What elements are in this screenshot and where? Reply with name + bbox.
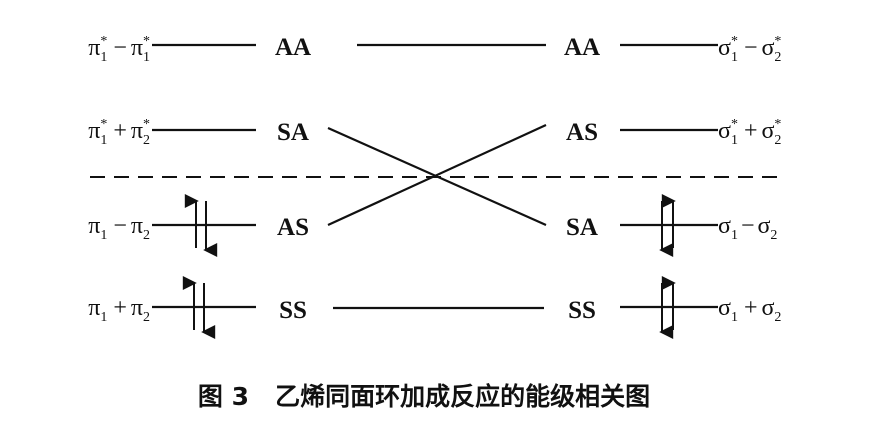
right-label-4: σ1+σ2 [718,295,781,325]
electron-pair-right-3 [659,194,676,257]
right-symmetry-1: AA [564,34,600,61]
right-symmetry-4: SS [568,297,596,324]
electron-pair-left-3 [184,194,218,257]
right-orbital-labels: σ1*−σ2* σ1*+σ2* σ1−σ2 σ1+σ2 [718,34,781,325]
electron-pair-left-4 [182,276,216,339]
left-label-1: π1*−π1* [88,34,150,65]
left-label-3: π1−π2 [88,213,150,243]
right-symmetry-labels: AA AS SA SS [564,34,600,324]
left-symmetry-1: AA [275,34,311,61]
right-label-1: σ1*−σ2* [718,34,781,65]
right-symmetry-3: SA [566,214,598,241]
left-orbital-labels: π1*−π1* π1*+π2* π1−π2 π1+π2 [88,34,150,325]
left-symmetry-2: SA [277,119,309,146]
left-symmetry-4: SS [279,297,307,324]
left-label-4: π1+π2 [88,295,150,325]
left-symmetry-labels: AA SA AS SS [275,34,311,324]
correlation-line-as [327,124,547,226]
energy-level-lines [152,43,718,310]
left-symmetry-3: AS [277,214,309,241]
electron-pair-right-4 [659,276,676,339]
right-symmetry-2: AS [566,119,598,146]
figure-caption: 图 3 乙烯同面环加成反应的能级相关图 [198,382,650,411]
right-label-3: σ1−σ2 [718,213,777,243]
electron-arrows [182,194,676,339]
left-label-2: π1*+π2* [88,117,150,148]
right-label-2: σ1*+σ2* [718,117,781,148]
